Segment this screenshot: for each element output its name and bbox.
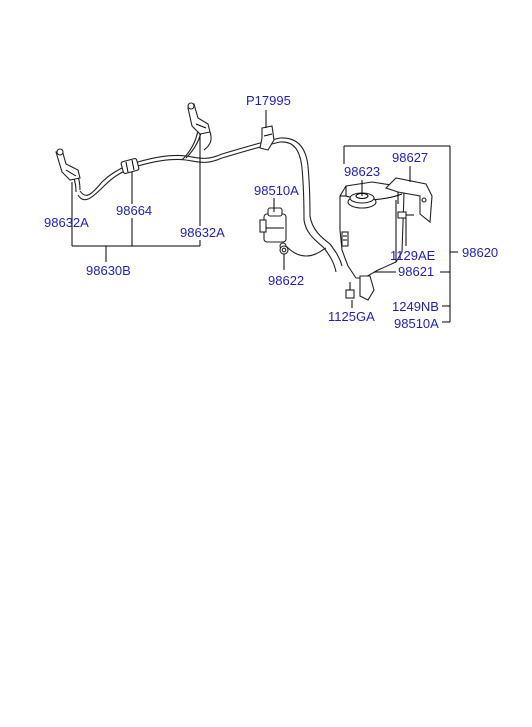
pump-grommet [279, 245, 289, 255]
washer-motor-pump [259, 207, 287, 250]
label-p17995: P17995 [246, 93, 291, 108]
reservoir-bolt [345, 282, 355, 299]
label-1129ae: 1129AE [390, 248, 436, 263]
part-labels: P17995 98623 98627 98510A 98632A 98664 9… [44, 93, 498, 331]
hose-clip [259, 125, 275, 151]
label-98627: 98627 [392, 150, 428, 165]
leader-lines [71, 110, 458, 323]
washer-nozzle-middle [187, 102, 211, 135]
washer-nozzle-left [55, 148, 81, 181]
label-98621: 98621 [398, 264, 434, 279]
label-98620: 98620 [462, 245, 498, 260]
label-1249nb: 1249NB [392, 299, 439, 314]
reservoir-bracket [384, 177, 433, 224]
bracket-bolt [397, 211, 414, 219]
label-98510a-top: 98510A [254, 183, 299, 198]
label-98632a-mid: 98632A [180, 225, 225, 240]
hose-joint-clip [120, 158, 140, 174]
label-98510a-bottom: 98510A [394, 316, 439, 331]
label-1125ga: 1125GA [328, 309, 375, 324]
label-98664: 98664 [116, 203, 152, 218]
label-98632a-left: 98632A [44, 215, 89, 230]
label-98630b: 98630B [86, 263, 131, 278]
label-98622: 98622 [268, 273, 304, 288]
label-98623: 98623 [344, 164, 380, 179]
reservoir-cap [347, 192, 377, 209]
washer-hose-assembly [65, 127, 343, 273]
